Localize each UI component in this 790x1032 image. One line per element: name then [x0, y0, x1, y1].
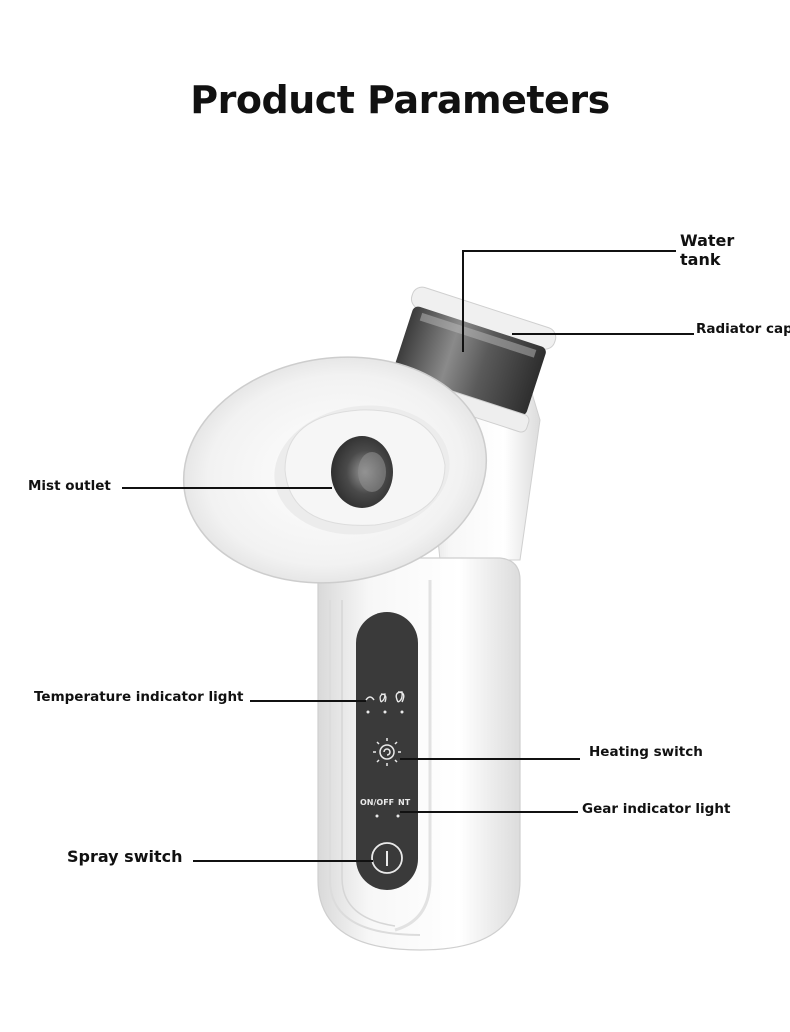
power-button-icon	[371, 842, 403, 874]
radiator-cap-label: Radiator cap	[696, 321, 790, 337]
water-tank-label-line2: tank	[680, 250, 721, 269]
radiator-cap-line	[512, 333, 694, 335]
page-title: Product Parameters	[190, 78, 610, 122]
heating-switch-line	[400, 758, 580, 760]
water-tank-label: Water tank	[680, 231, 734, 269]
leaf-icons	[365, 691, 405, 714]
mist-outlet-label: Mist outlet	[28, 478, 111, 494]
water-tank-line-vertical	[462, 250, 464, 352]
heating-sun-icon	[373, 738, 401, 766]
on-off-label: ON/OFF	[360, 798, 394, 807]
device-handle	[317, 557, 521, 951]
nt-label: NT	[398, 798, 411, 807]
temperature-indicator-light-label: Temperature indicator light	[34, 689, 244, 705]
water-tank-line-horizontal	[462, 250, 676, 252]
gear-dot-2	[396, 814, 400, 818]
spray-switch-line	[193, 860, 373, 862]
temperature-light-line	[250, 700, 366, 702]
spray-switch-label: Spray switch	[67, 847, 183, 866]
gear-light-line	[400, 811, 578, 813]
heating-switch-label: Heating switch	[589, 744, 703, 760]
water-tank-label-line1: Water	[680, 231, 735, 250]
gear-indicator-light-label: Gear indicator light	[582, 801, 731, 817]
mist-cup	[182, 356, 488, 584]
mist-outlet-line	[122, 487, 332, 489]
gear-dot-1	[375, 814, 379, 818]
control-panel: ON/OFF NT	[356, 612, 418, 890]
